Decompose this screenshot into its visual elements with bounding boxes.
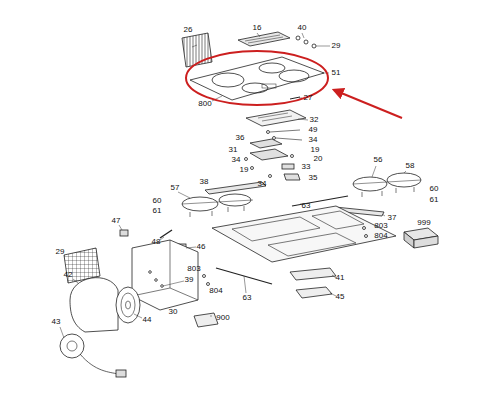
callout-number: 34 [231,156,242,164]
callout-number: 58 [405,162,416,170]
callout-number: 804 [373,232,388,240]
callout-number: 27 [303,94,314,102]
callout-number: 30 [168,308,179,316]
callout-number: 56 [373,156,384,164]
callout-number: 39 [184,276,195,284]
vent-cover [238,32,290,46]
callout-number: 60 [152,197,163,205]
callout-number: 44 [142,316,153,324]
callout-number: 48 [151,238,162,246]
callout-number: 803 [186,265,201,273]
highlight-arrow [334,90,402,118]
callout-number: 51 [331,69,342,77]
blower-housing [132,240,198,310]
callout-number: 49 [308,126,319,134]
callout-number: 57 [170,184,181,192]
callout-number: 41 [335,274,346,282]
callout-number: 29 [331,42,342,50]
callout-number: 61 [429,196,440,204]
callout-number: 900 [215,314,230,322]
callout-number: 29 [55,248,66,256]
callout-number: 26 [183,26,194,34]
callout-number: 16 [252,24,263,32]
callout-number: 31 [228,146,239,154]
callout-number: 803 [373,222,388,230]
base-pan [212,206,396,262]
callout-number: 63 [301,202,312,210]
blower-scroll [70,278,118,332]
callout-number: 804 [208,287,223,295]
callout-number: 20 [313,155,324,163]
callout-number: 800 [197,100,212,108]
callout-number: 19 [239,166,250,174]
callout-number: 34 [308,136,319,144]
control-board [246,110,306,126]
callout-number: 61 [152,207,163,215]
highlight-ellipse [186,51,328,105]
callout-number: 43 [51,318,62,326]
callout-number: 40 [297,24,308,32]
callout-number: 37 [387,214,398,222]
callout-number: 60 [429,185,440,193]
callout-number: 63 [242,294,253,302]
callout-number: 45 [335,293,346,301]
callout-number: 35 [308,174,319,182]
callout-number: 38 [199,178,210,186]
callout-number: 47 [111,217,122,225]
callout-number: 42 [63,271,74,279]
callout-number: 999 [416,219,431,227]
callout-number: 19 [310,146,321,154]
callout-number: 46 [196,243,207,251]
callout-number: 34 [257,180,268,188]
blower-wheel [116,287,140,323]
callout-number: 33 [301,163,312,171]
callout-number: 36 [235,134,246,142]
grille [182,33,212,67]
callout-number: 32 [309,116,320,124]
